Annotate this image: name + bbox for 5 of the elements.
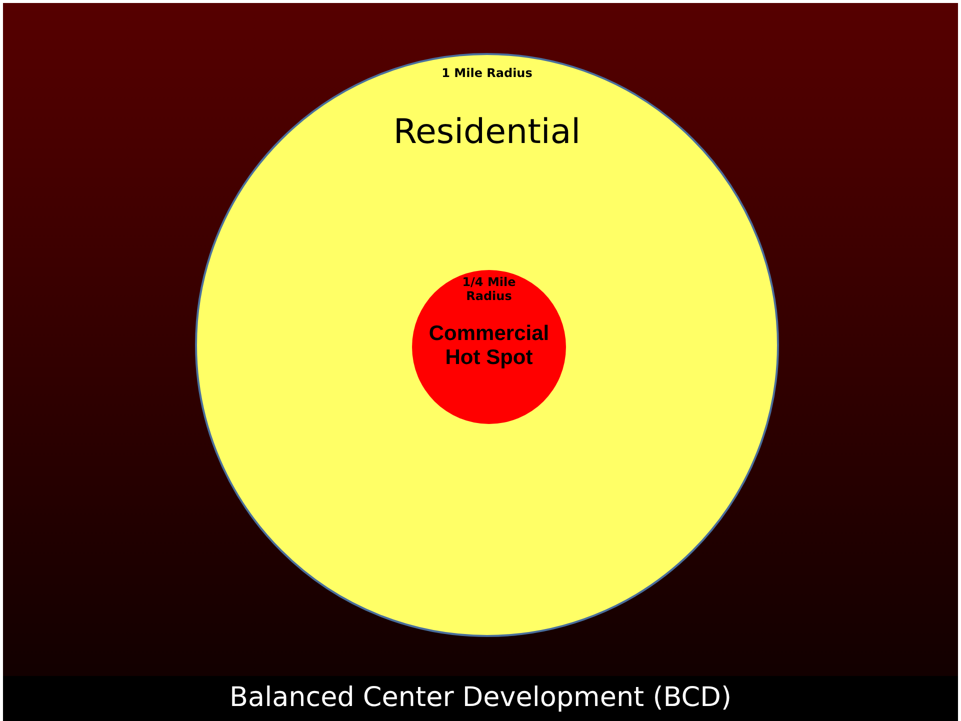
radius-label: 1/4 Mile Radius [461, 276, 517, 304]
zone-label: Commercial Hot Spot [428, 322, 550, 370]
zone-label: Residential [392, 113, 582, 152]
title: Balanced Center Development (BCD) [228, 681, 732, 715]
radius-label: 1 Mile Radius [440, 67, 534, 81]
